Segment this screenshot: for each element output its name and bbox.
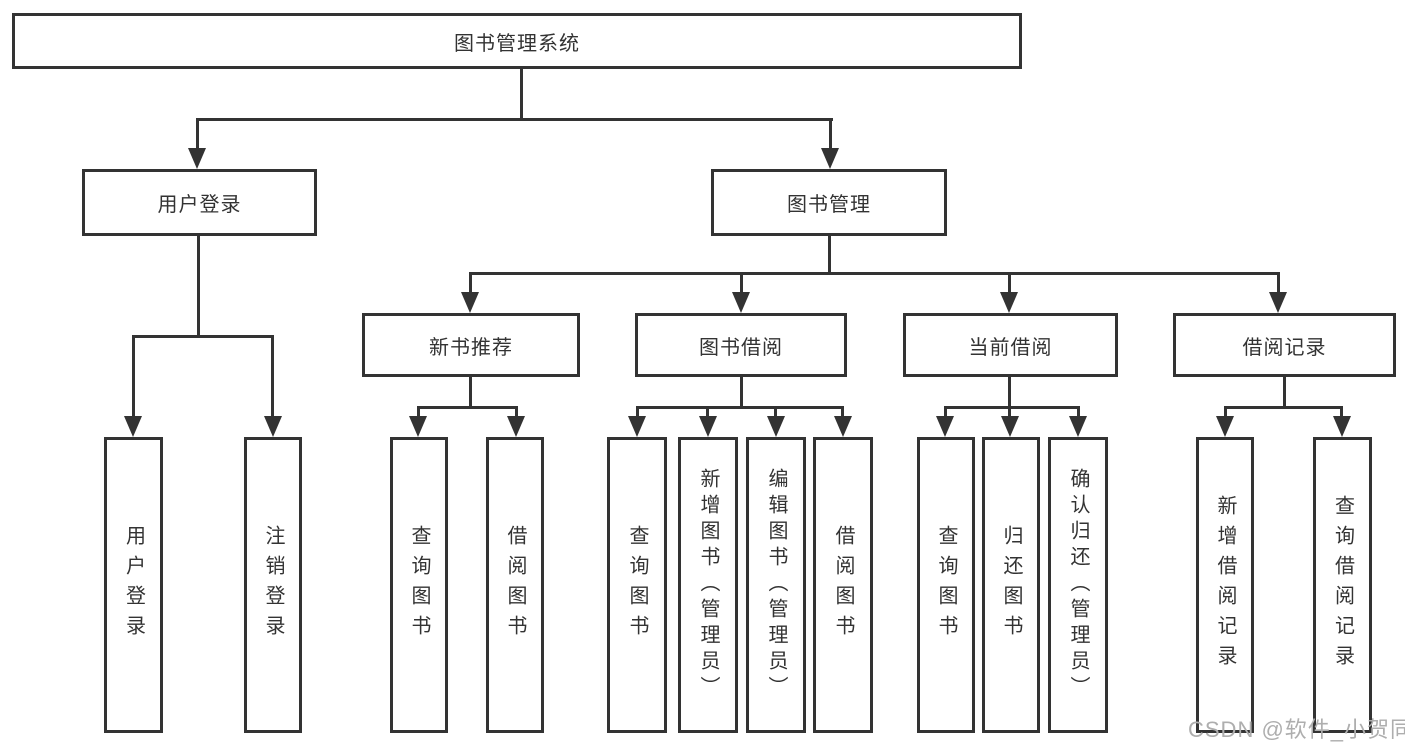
connector-stem [1283, 377, 1286, 408]
connector-shaft [1008, 272, 1011, 294]
leaf-bb-query-book: 查询图书 [607, 437, 667, 733]
leaf-bb-add-book: 新增图书（管理员） [678, 437, 738, 733]
leaf-logout: 注销登录 [244, 437, 302, 733]
leaf-rec-query-book-label: 查询图书 [408, 525, 430, 645]
connector-shaft [1224, 406, 1227, 420]
node-user-login: 用户登录 [82, 169, 317, 236]
connector-l2-branch [196, 118, 833, 121]
leaf-rec-query-book: 查询图书 [390, 437, 448, 733]
arrow-down-icon [821, 148, 839, 169]
leaf-cb-return-book: 归还图书 [982, 437, 1040, 733]
node-new-book-rec: 新书推荐 [362, 313, 580, 377]
connector-shaft [1340, 406, 1343, 420]
leaf-br-query-record: 查询借阅记录 [1313, 437, 1372, 733]
connector-shaft [774, 406, 777, 420]
arrow-down-icon [409, 416, 427, 437]
node-book-mgmt: 图书管理 [711, 169, 947, 236]
arrow-down-icon [699, 416, 717, 437]
connector-branch [944, 406, 1080, 409]
leaf-bb-query-book-label: 查询图书 [626, 525, 648, 645]
arrow-down-icon [1269, 292, 1287, 313]
node-borrow-records: 借阅记录 [1173, 313, 1396, 377]
leaf-br-query-record-label: 查询借阅记录 [1331, 495, 1354, 675]
leaf-bb-add-book-label: 新增图书（管理员） [697, 468, 719, 702]
node-book-borrow: 图书借阅 [635, 313, 847, 377]
arrow-down-icon [1001, 416, 1019, 437]
node-current-borrow-label: 当前借阅 [968, 336, 1053, 359]
arrow-down-icon [1000, 292, 1018, 313]
arrow-down-icon [1333, 416, 1351, 437]
csdn-watermark: CSDN @软件_小贺同学 [1188, 717, 1405, 742]
connector-branch [636, 406, 844, 409]
arrow-down-icon [1069, 416, 1087, 437]
arrow-down-icon [732, 292, 750, 313]
arrow-down-icon [628, 416, 646, 437]
connector-shaft [636, 406, 639, 420]
arrow-down-icon [188, 148, 206, 169]
connector-branch [417, 406, 518, 409]
arrow-down-icon [1216, 416, 1234, 437]
leaf-cb-query-book: 查询图书 [917, 437, 975, 733]
leaf-rec-borrow-book: 借阅图书 [486, 437, 544, 733]
arrow-down-icon [264, 416, 282, 437]
connector-shaft [417, 406, 420, 420]
node-book-borrow-label: 图书借阅 [699, 336, 783, 359]
arrow-down-icon [124, 416, 142, 437]
leaf-user-login: 用户登录 [104, 437, 163, 733]
arrow-down-icon [461, 292, 479, 313]
connector-stem [469, 377, 472, 408]
node-user-login-label: 用户登录 [157, 194, 242, 216]
node-root-label: 图书管理系统 [454, 32, 580, 55]
node-book-mgmt-label: 图书管理 [787, 194, 871, 216]
connector-stem [740, 377, 743, 408]
connector-shaft [271, 335, 274, 418]
arrow-down-icon [507, 416, 525, 437]
node-borrow-records-label: 借阅记录 [1242, 336, 1327, 359]
leaf-bb-borrow-book-label: 借阅图书 [832, 525, 854, 645]
connector-shaft [740, 272, 743, 294]
connector-shaft [841, 406, 844, 420]
connector-shaft [1277, 272, 1280, 294]
connector-user-login-branch [133, 335, 274, 338]
connector-book-mgmt-stem [828, 236, 831, 274]
leaf-rec-borrow-book-label: 借阅图书 [504, 525, 526, 645]
leaf-bb-edit-book: 编辑图书（管理员） [746, 437, 806, 733]
leaf-cb-query-book-label: 查询图书 [935, 525, 957, 645]
leaf-cb-confirm-return: 确认归还（管理员） [1048, 437, 1108, 733]
connector-shaft [515, 406, 518, 420]
connector-user-login-shaft [196, 118, 199, 151]
node-new-book-rec-label: 新书推荐 [429, 336, 513, 359]
leaf-br-add-record: 新增借阅记录 [1196, 437, 1254, 733]
arrow-down-icon [767, 416, 785, 437]
leaf-cb-confirm-return-label: 确认归还（管理员） [1067, 468, 1089, 702]
connector-shaft [132, 335, 135, 418]
leaf-logout-label: 注销登录 [262, 525, 284, 645]
connector-shaft [706, 406, 709, 420]
node-current-borrow: 当前借阅 [903, 313, 1118, 377]
leaf-bb-borrow-book: 借阅图书 [813, 437, 873, 733]
leaf-cb-return-book-label: 归还图书 [1000, 525, 1022, 645]
connector-root-trunk [520, 69, 523, 120]
leaf-user-login-label: 用户登录 [122, 525, 145, 645]
connector-shaft [1008, 406, 1011, 420]
connector-l3-branch [469, 272, 1280, 275]
leaf-br-add-record-label: 新增借阅记录 [1214, 495, 1236, 675]
connector-stem [1008, 377, 1011, 408]
node-root: 图书管理系统 [12, 13, 1022, 69]
leaf-bb-edit-book-label: 编辑图书（管理员） [765, 468, 787, 702]
connector-shaft [1077, 406, 1080, 420]
connector-user-login-stem [197, 236, 200, 337]
connector-shaft [944, 406, 947, 420]
connector-branch [1224, 406, 1343, 409]
connector-book-mgmt-shaft [829, 118, 832, 151]
connector-shaft [469, 272, 472, 294]
arrow-down-icon [834, 416, 852, 437]
arrow-down-icon [936, 416, 954, 437]
